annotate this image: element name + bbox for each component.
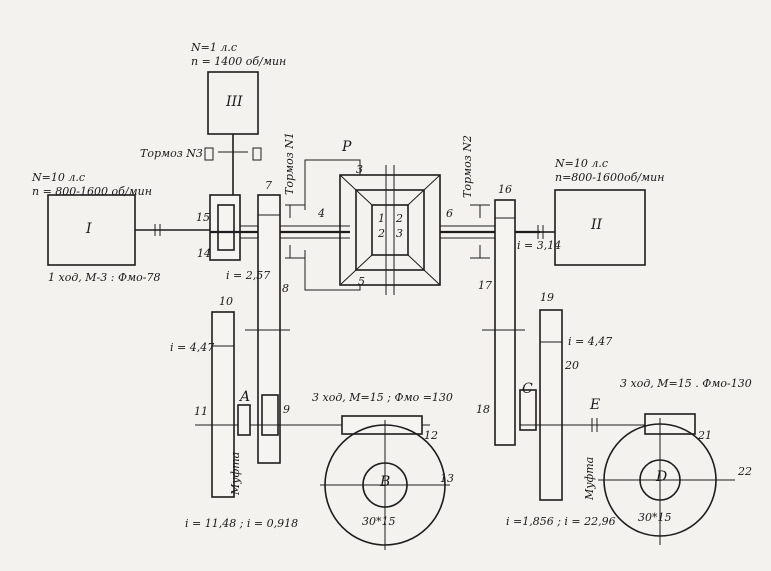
- motor-3-power: N=1 л.с: [191, 41, 237, 54]
- ratio-left-bottom: i = 11,48 ; i = 0,918: [185, 517, 299, 530]
- part-16: 16: [498, 183, 512, 196]
- part-3: 3: [356, 163, 363, 176]
- brake-3-pad-right: [252, 147, 262, 161]
- gear-16-17: [494, 199, 516, 446]
- brake-1-label: Тормоз N1: [283, 132, 296, 195]
- diff-diag-2: [407, 174, 441, 206]
- label-e: E: [590, 397, 601, 413]
- brake-2-label: Тормоз N2: [461, 135, 474, 198]
- differential-outer: [339, 174, 441, 286]
- label-c: C: [522, 381, 533, 397]
- part-19: 19: [540, 291, 554, 304]
- motor-2-label: II: [591, 217, 603, 233]
- part-13: 13: [440, 472, 454, 485]
- part-15: 15: [196, 211, 210, 224]
- label-p: P: [342, 139, 352, 155]
- brake-3-pad-left: [204, 147, 214, 161]
- part-8: 8: [282, 282, 289, 295]
- motor-1-speed: n = 800-1600 об/мин: [32, 185, 152, 198]
- diff-1: 1: [378, 212, 385, 225]
- part-22: 22: [738, 465, 752, 478]
- differential-mid: [355, 189, 425, 271]
- ratio-19: i = 4,47: [568, 335, 613, 348]
- diff-diag-3: [339, 254, 373, 286]
- motor-3-label: III: [226, 94, 243, 110]
- diff-2: 2: [396, 212, 403, 225]
- part-14: 14: [197, 247, 211, 260]
- motor-1-label: I: [86, 221, 92, 237]
- diff-3: 3: [396, 227, 403, 240]
- coupling-right-label: Муфта: [583, 456, 596, 500]
- gear-c: [519, 389, 537, 431]
- ratio-right-bottom: i =1,856 ; i = 22,96: [506, 515, 616, 528]
- part-11: 11: [194, 405, 208, 418]
- frame-p-top: [304, 159, 361, 210]
- ratio-10: i = 4,47: [170, 341, 215, 354]
- spec-3-right: 3 ход, M=15 . Φмо-130: [620, 377, 752, 390]
- diff-diag-1: [339, 174, 373, 206]
- part-21: 21: [698, 429, 712, 442]
- part-12: 12: [424, 429, 438, 442]
- frame-p-bottom: [304, 250, 361, 291]
- part-6: 6: [446, 207, 453, 220]
- disk-b-size: 30*15: [362, 515, 396, 528]
- motor-2-speed: n=800-1600об/мин: [555, 171, 665, 184]
- gear-10-11: [211, 311, 235, 498]
- motor-2-power: N=10 л.с: [555, 157, 608, 170]
- motor-1-spec: 1 ход, M-3 : Φмо-78: [48, 271, 161, 284]
- part-10: 10: [219, 295, 233, 308]
- motor-2-box: [554, 189, 646, 266]
- coupling-left-label: Муфта: [229, 451, 242, 495]
- label-d: D: [656, 469, 668, 485]
- brake-3-label: Тормоз N3: [140, 147, 203, 160]
- gear-19-20: [539, 309, 563, 501]
- diff-diag-4: [407, 254, 441, 286]
- diff-2b: 2: [378, 227, 385, 240]
- gear-15: [217, 204, 235, 251]
- part-7: 7: [265, 179, 272, 192]
- ratio-16: i = 3,14: [517, 239, 562, 252]
- coupling-a: [237, 404, 251, 436]
- part-17: 17: [478, 279, 492, 292]
- gear-9: [261, 394, 279, 436]
- part-5: 5: [358, 275, 365, 288]
- differential-inner: [371, 204, 409, 256]
- spec-3-left: 3 ход, M=15 ; Φмо =130: [312, 391, 453, 404]
- part-20: 20: [565, 359, 579, 372]
- part-9: 9: [283, 403, 290, 416]
- part-4: 4: [318, 207, 325, 220]
- label-b: B: [380, 474, 391, 490]
- label-a: A: [240, 389, 251, 405]
- disk-d-size: 30*15: [638, 511, 672, 524]
- motor-3-speed: n = 1400 об/мин: [191, 55, 287, 68]
- motor-1-power: N=10 л.с: [32, 171, 85, 184]
- ratio-14: i = 2,57: [226, 269, 271, 282]
- part-18: 18: [476, 403, 490, 416]
